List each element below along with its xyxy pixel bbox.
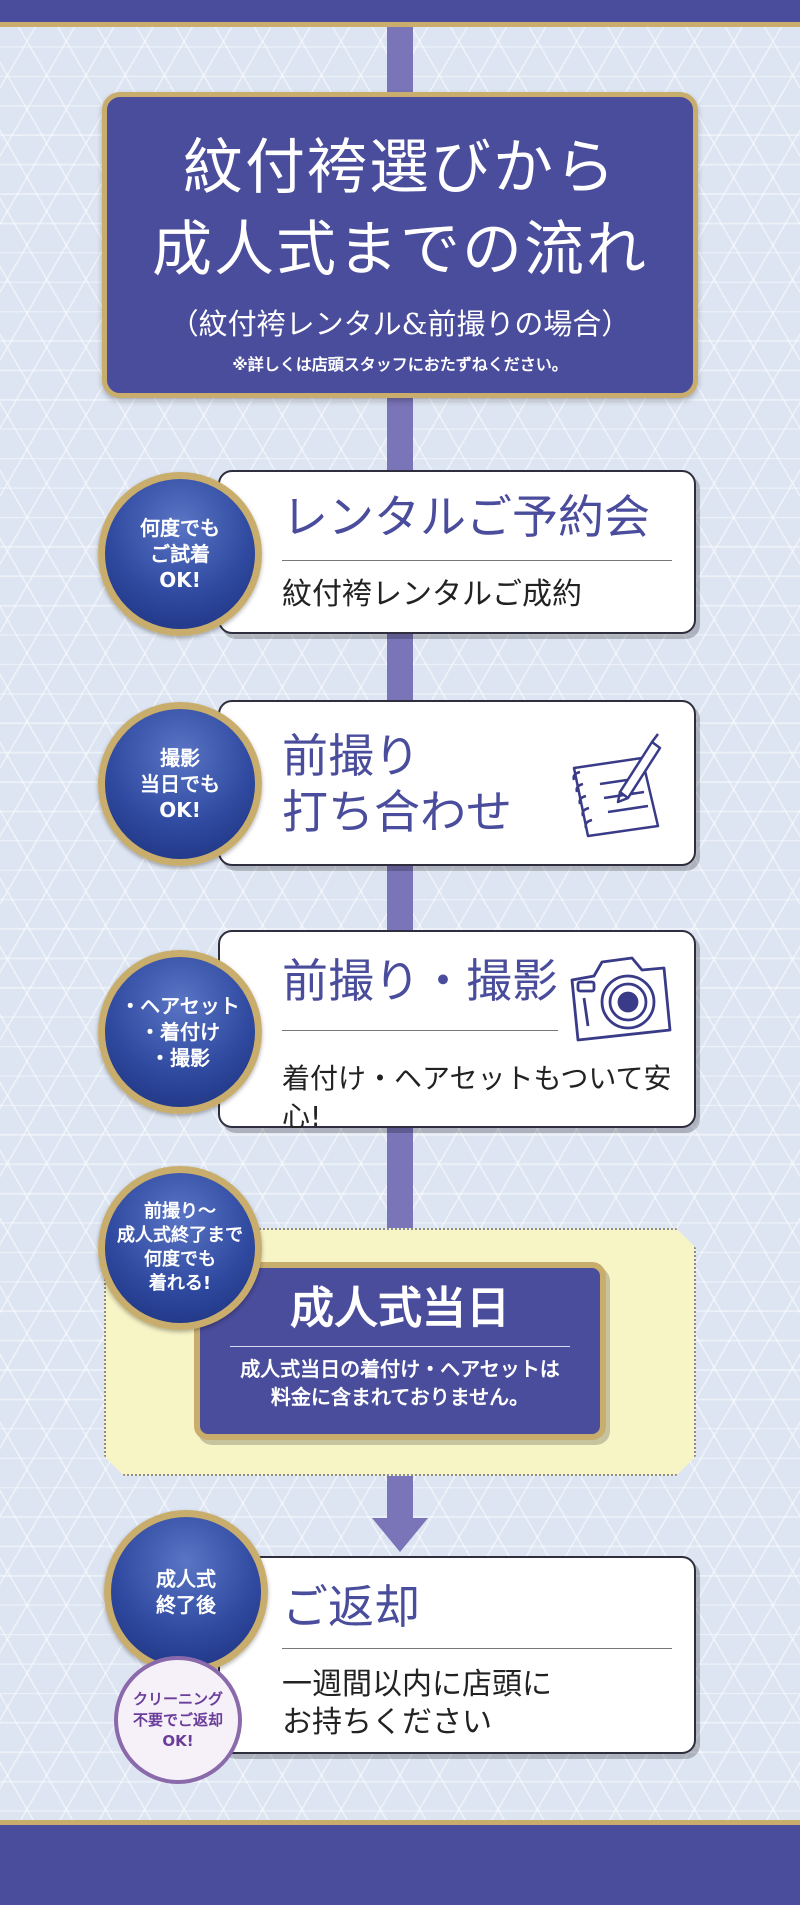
step-card-photoshoot: 前撮り・撮影 着付け・ヘアセットもついて安心!: [218, 930, 696, 1133]
step-title: ご返却: [282, 1580, 420, 1634]
step-title: 成人式当日: [290, 1283, 510, 1334]
cleaning-badge: クリーニング 不要でご返却 OK!: [114, 1656, 242, 1784]
step-badge: 前撮り〜 成人式終了まで 何度でも 着れる!: [98, 1166, 262, 1330]
step-description: 着付け・ヘアセットもついて安心!: [282, 1062, 672, 1133]
divider: [230, 1346, 570, 1347]
staff-note: ※詳しくは店頭スタッフにおたずねください。: [232, 355, 568, 374]
step-description: 一週間以内に店頭に お持ちください: [282, 1666, 552, 1742]
step-title: 前撮り・撮影: [282, 954, 558, 1008]
step-description: 成人式当日の着付け・ヘアセットは 料金に含まれておりません。: [240, 1357, 560, 1409]
step-description: 紋付袴レンタルご成約: [282, 577, 582, 612]
step-title-line2: 打ち合わせ: [282, 785, 512, 839]
step-card-reservation: レンタルご予約会 紋付袴レンタルご成約: [218, 470, 696, 634]
step-card-photo-meeting: 前撮り 打ち合わせ: [218, 700, 696, 866]
step-title: レンタルご予約会: [282, 490, 650, 544]
page-subtitle: （紋付袴レンタル&前撮りの場合）: [169, 307, 631, 341]
step-description-line1: 一週間以内に店頭に: [282, 1667, 552, 1702]
step-badge: ・ヘアセット ・着付け ・撮影: [98, 950, 262, 1114]
divider: [282, 1030, 558, 1031]
step-badge: 成人式 終了後: [104, 1510, 268, 1674]
step-description-line2: お持ちください: [282, 1705, 492, 1740]
step-title-line1: 前撮り: [282, 729, 420, 783]
camera-icon: [570, 956, 672, 1042]
top-band: [0, 0, 800, 27]
divider: [282, 560, 672, 561]
step-card-return: ご返却 一週間以内に店頭に お持ちください: [218, 1556, 696, 1754]
page-title-line2: 成人式までの流れ: [152, 215, 648, 285]
page-title: 紋付袴選びから 成人式までの流れ: [107, 127, 693, 291]
step-card-ceremony-day: 成人式当日 成人式当日の着付け・ヘアセットは 料金に含まれておりません。: [194, 1262, 606, 1440]
step-title: 前撮り 打ち合わせ: [282, 728, 512, 840]
notebook-pen-icon: [572, 733, 662, 838]
step-badge: 何度でも ご試着 OK!: [98, 472, 262, 636]
bottom-band: [0, 1820, 800, 1905]
step-badge: 撮影 当日でも OK!: [98, 702, 262, 866]
flow-arrow-head: [372, 1518, 428, 1552]
divider: [282, 1648, 672, 1649]
title-box: 紋付袴選びから 成人式までの流れ （紋付袴レンタル&前撮りの場合） ※詳しくは店…: [102, 92, 698, 398]
page-title-line1: 紋付袴選びから: [183, 133, 617, 203]
